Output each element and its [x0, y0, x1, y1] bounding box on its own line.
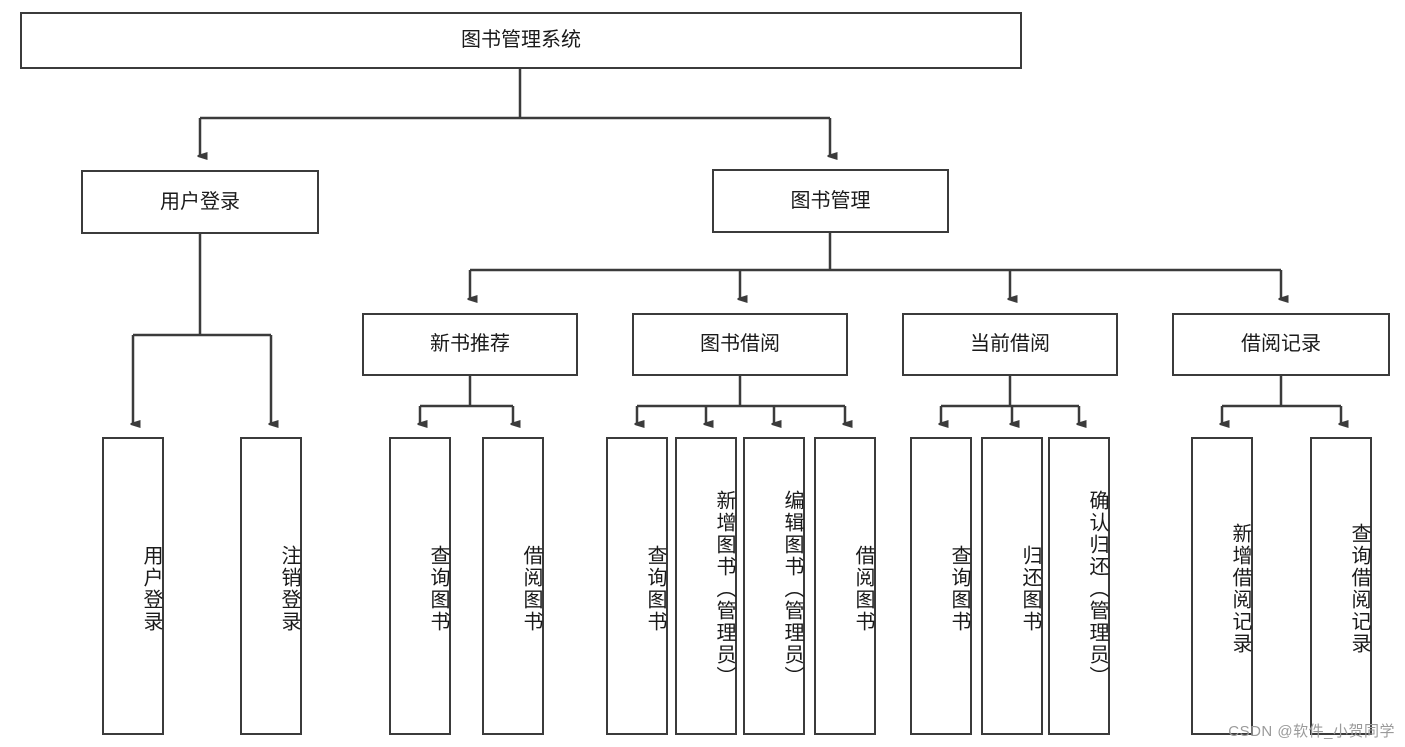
node-label: 新增图书（管理员） [713, 490, 735, 688]
node-label: 查询图书 [427, 545, 449, 633]
node-label: 用户登录 [160, 190, 240, 213]
node-label: 用户登录 [140, 545, 162, 633]
node-current-borrow[interactable]: 当前借阅 [902, 313, 1118, 376]
leaf-query-book-3[interactable]: 查询图书 [910, 437, 972, 735]
leaf-borrow-book-2[interactable]: 借阅图书 [814, 437, 876, 735]
leaf-query-book-1[interactable]: 查询图书 [389, 437, 451, 735]
leaf-confirm-return[interactable]: 确认归还（管理员） [1048, 437, 1110, 735]
node-label: 归还图书 [1019, 545, 1041, 633]
node-label: 查询图书 [948, 545, 970, 633]
node-label: 注销登录 [278, 545, 300, 633]
leaf-edit-book[interactable]: 编辑图书（管理员） [743, 437, 805, 735]
node-label: 借阅图书 [852, 545, 874, 633]
node-label: 新增借阅记录 [1229, 523, 1251, 655]
node-label: 新书推荐 [430, 333, 510, 356]
leaf-return-book[interactable]: 归还图书 [981, 437, 1043, 735]
leaf-logout-login[interactable]: 注销登录 [240, 437, 302, 735]
node-label: 图书借阅 [700, 333, 780, 356]
watermark-text: CSDN @软件_小贺同学 [1228, 723, 1395, 740]
leaf-user-login[interactable]: 用户登录 [102, 437, 164, 735]
node-label: 借阅记录 [1241, 333, 1321, 356]
node-book-management-system[interactable]: 图书管理系统 [20, 12, 1022, 69]
leaf-query-book-2[interactable]: 查询图书 [606, 437, 668, 735]
node-user-login[interactable]: 用户登录 [81, 170, 319, 234]
leaf-query-record[interactable]: 查询借阅记录 [1310, 437, 1372, 735]
node-label: 查询图书 [644, 545, 666, 633]
node-book-manage[interactable]: 图书管理 [712, 169, 949, 233]
node-label: 查询借阅记录 [1348, 523, 1370, 655]
leaf-add-book[interactable]: 新增图书（管理员） [675, 437, 737, 735]
node-label: 编辑图书（管理员） [781, 490, 803, 688]
leaf-borrow-book-1[interactable]: 借阅图书 [482, 437, 544, 735]
node-new-book-recommend[interactable]: 新书推荐 [362, 313, 578, 376]
leaf-add-record[interactable]: 新增借阅记录 [1191, 437, 1253, 735]
node-label: 借阅图书 [520, 545, 542, 633]
node-label: 图书管理 [790, 189, 871, 212]
node-label: 当前借阅 [970, 333, 1050, 356]
node-book-borrow[interactable]: 图书借阅 [632, 313, 848, 376]
node-borrow-record[interactable]: 借阅记录 [1172, 313, 1390, 376]
node-label: 确认归还（管理员） [1086, 490, 1108, 688]
node-label: 图书管理系统 [461, 29, 581, 52]
